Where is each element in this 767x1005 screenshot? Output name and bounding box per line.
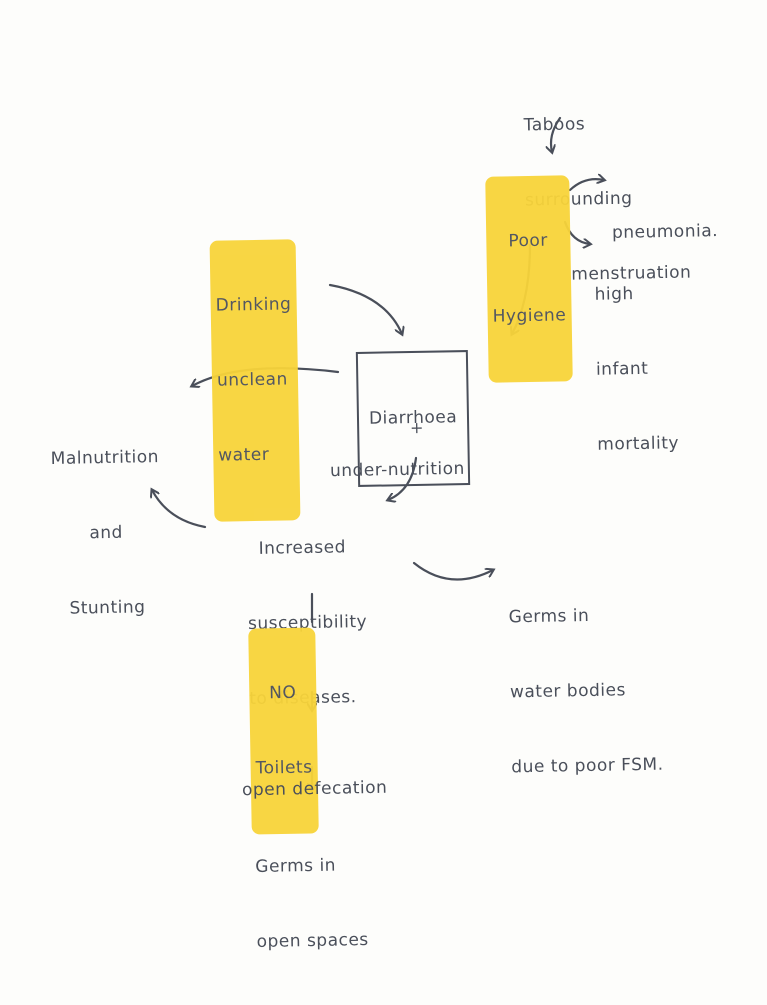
node-text: high [594,284,634,305]
node-malnutrition: Malnutrition and Stunting [50,395,163,672]
node-text: infant [595,358,649,380]
node-text: Poor [508,230,549,252]
node-text: Malnutrition [50,447,160,469]
node-text: mortality [597,433,680,455]
arrow-susceptibility-to-germs-water [412,561,493,581]
node-text: Germs in [255,855,337,877]
node-text: open spaces [256,930,369,952]
node-text: Stunting [69,597,146,619]
node-text: under-nutrition [329,458,465,482]
arrow-undernutrition-to-susceptibility [388,456,418,500]
node-infant-mortality: high infant mortality [594,231,681,507]
node-text: Taboos [523,114,586,136]
node-text: Hygiene [492,305,567,327]
arrow-taboos-to-hygiene [551,116,562,152]
mind-map: Taboos surrounding menstruation Poor Hyg… [50,114,719,952]
node-drinking-water: Drinking unclean water [209,239,301,522]
arrow-water-to-diarrhoea [328,283,402,334]
node-text: and [89,522,124,544]
node-poor-hygiene: Poor Hygiene [485,175,573,383]
node-text: due to poor FSM. [511,754,664,778]
node-text: water [218,444,270,466]
node-text: Germs in [508,605,590,628]
node-text: Increased [258,537,347,559]
node-germs-open: Germs in open spaces [254,803,370,1005]
arrow-susceptibility-to-malnutrition [152,490,207,529]
node-germs-water: Germs in water bodies due to poor FSM. [508,553,665,831]
node-text: NO [269,682,297,704]
node-text: water bodies [509,680,627,703]
node-text: open defecation [241,777,388,801]
arrow-hygiene-to-pneumonia [568,179,604,192]
node-text: Drinking [215,294,292,316]
node-text: unclean [216,369,288,391]
